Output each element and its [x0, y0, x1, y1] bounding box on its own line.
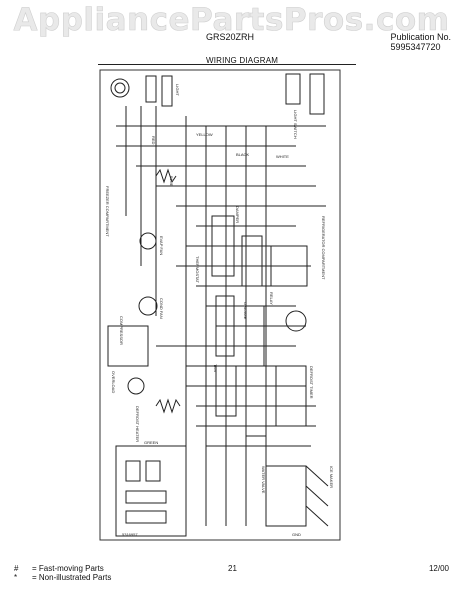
- compressor-box: [107, 325, 149, 367]
- publication-label: Publication No.: [390, 32, 451, 42]
- door-switch: [309, 73, 325, 115]
- diagram-label: FREEZER COMPARTMENT: [105, 186, 110, 237]
- compressor-symbol: [127, 377, 145, 395]
- diagram-label: BLUE: [169, 176, 174, 187]
- diagram-label: RED: [151, 136, 156, 145]
- diagram-label: DAMPER: [235, 206, 240, 223]
- evap-fan-motor: [139, 232, 157, 250]
- diagram-label: REFRIGERATOR COMPARTMENT: [321, 216, 326, 280]
- light-bulb-left: [110, 78, 130, 98]
- plug-connector-top-left: [145, 75, 157, 103]
- legend-text: = Non-illustrated Parts: [32, 573, 112, 582]
- diagram-label: COMPRESSOR: [119, 316, 124, 345]
- diagram-label: DEFROST HEATER: [135, 406, 140, 442]
- diagram-label: ICE MAKER: [329, 466, 334, 488]
- legend-symbol: #: [14, 564, 19, 573]
- legend-symbol: *: [14, 573, 18, 582]
- revision-date: 12/00: [428, 564, 449, 573]
- wiring-diagram: LIGHT LIGHT SWITCH YELLOW BLACK WHITE RE…: [99, 69, 341, 541]
- control-board: [115, 445, 187, 537]
- diagram-label: ORANGE: [243, 302, 248, 320]
- diagram-frame: [99, 69, 341, 541]
- diagram-label: LIGHT SWITCH: [293, 110, 298, 139]
- diagram-label: WHITE: [276, 154, 289, 159]
- diagram-label: DEFROST TIMER: [309, 366, 314, 399]
- diagram-label: WATER VALVE: [261, 466, 266, 494]
- defrost-timer: [275, 365, 307, 427]
- page-title: WIRING DIAGRAM: [206, 56, 279, 65]
- diagram-code: 5316957: [122, 532, 138, 537]
- diagram-label: RELAY: [269, 292, 274, 305]
- publication-number: 5995347720: [390, 42, 441, 52]
- terminal-block-upper: [211, 215, 235, 277]
- diagram-label: EVAP FAN: [159, 236, 164, 255]
- diagram-label: BLACK: [236, 152, 249, 157]
- ice-maker-block: [265, 465, 307, 527]
- light-switch: [285, 73, 301, 105]
- relay-block: [270, 245, 308, 287]
- defrost-heater: [155, 398, 181, 414]
- diagram-label: YELLOW: [196, 132, 213, 137]
- legend-non-illustrated: * = Non-illustrated Parts: [14, 573, 111, 582]
- title-rule: [98, 64, 356, 65]
- page-number: 21: [228, 564, 237, 573]
- diagram-label: TAN: [213, 364, 218, 372]
- publication-info: Publication No. 5995347720: [390, 32, 451, 52]
- diagram-label: THERMOSTAT: [195, 256, 200, 284]
- diagram-label: GREEN: [144, 440, 158, 445]
- motor-right: [285, 310, 307, 332]
- model-number: GRS20ZRH: [206, 32, 255, 42]
- legend-fast-moving: # = Fast-moving Parts: [14, 564, 111, 573]
- diagram-label: OVERLOAD: [111, 371, 116, 393]
- cond-fan-motor: [138, 296, 158, 316]
- watermark-logo: AppliancePartsPros.com: [13, 2, 450, 39]
- legend-text: = Fast-moving Parts: [32, 564, 104, 573]
- diagram-label: COND FAN: [159, 298, 164, 319]
- diagram-label: GND: [292, 532, 301, 537]
- diagram-label: LIGHT: [175, 84, 180, 96]
- footer-legend: # = Fast-moving Parts * = Non-illustrated …: [14, 564, 111, 582]
